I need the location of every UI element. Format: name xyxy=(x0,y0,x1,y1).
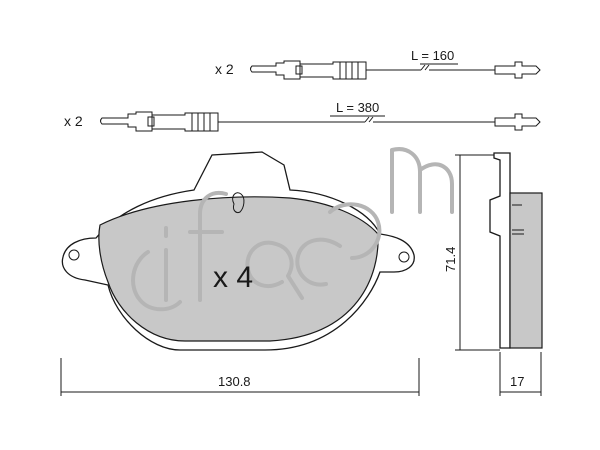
sensor-short-quantity: x 2 xyxy=(215,61,234,77)
sensor-notch xyxy=(232,192,245,213)
sensor-short-tip xyxy=(494,61,541,79)
mounting-hole-right xyxy=(398,251,410,263)
wear-sensor-short: x 2 L = 160 xyxy=(215,48,541,80)
sensor-long-quantity: x 2 xyxy=(64,113,83,129)
sensor-short-length: L = 160 xyxy=(411,48,454,63)
sensor-short-sleeve xyxy=(299,61,367,80)
brake-pad-front-view: x 4 xyxy=(61,147,454,351)
wear-sensor-long: x 2 L = 380 xyxy=(64,100,541,132)
height-dimension-label: 71.4 xyxy=(443,247,458,272)
mounting-hole-left xyxy=(68,249,80,261)
friction-material xyxy=(98,196,379,342)
side-backing-plate xyxy=(489,152,511,349)
brake-pad-side-view: 71.4 17 xyxy=(443,152,543,396)
width-dimension: 130.8 xyxy=(60,358,420,396)
sensor-long-tip xyxy=(494,113,541,131)
sensor-long-length: L = 380 xyxy=(336,100,379,115)
pad-quantity: x 4 xyxy=(213,261,253,294)
width-dimension-label: 130.8 xyxy=(218,374,251,389)
side-friction-block xyxy=(509,192,543,349)
sensor-long-plug xyxy=(100,111,153,132)
sensor-short-plug xyxy=(250,60,301,80)
cifam-logo-watermark xyxy=(131,147,454,312)
sensor-long-sleeve xyxy=(151,112,219,132)
thickness-dimension-label: 17 xyxy=(510,374,524,389)
